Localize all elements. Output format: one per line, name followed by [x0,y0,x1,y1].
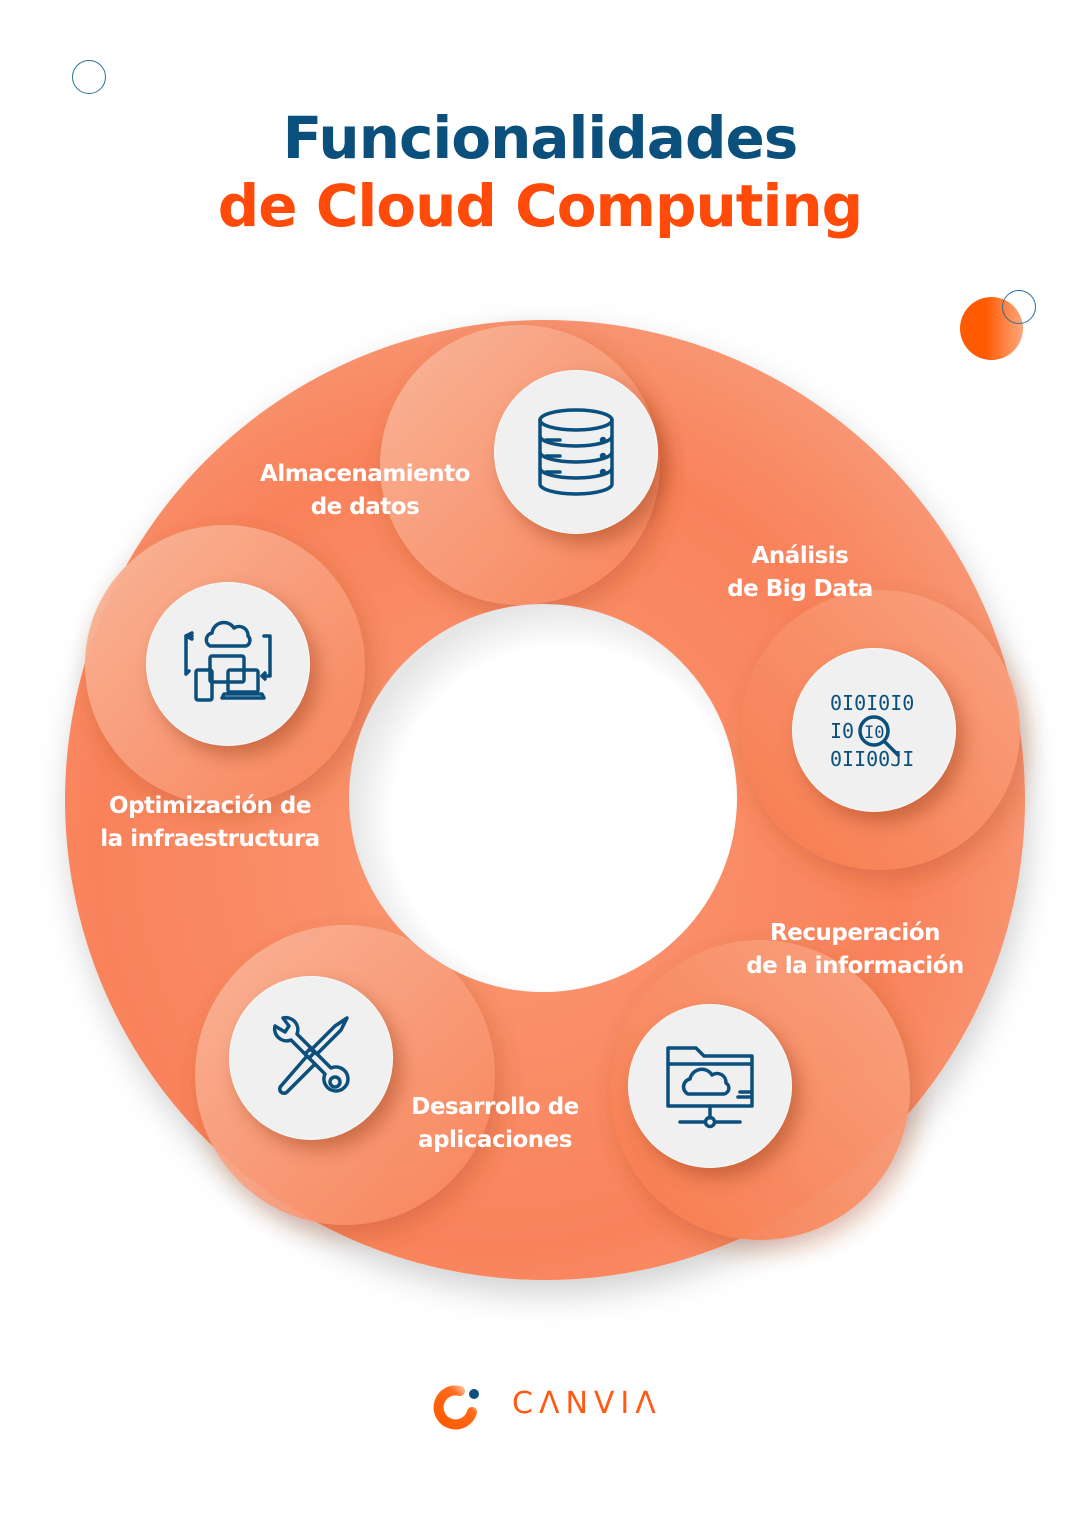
label-desarrollo: Desarrollo de aplicaciones [411,1094,579,1153]
label-almacenamiento: Almacenamiento de datos [260,461,470,520]
icon-circle-bigdata: 0I0I0I0 I0 0I 0II00JI I0 [792,648,956,812]
canvia-logo-mark-icon [433,1385,479,1430]
svg-text:0II00JI: 0II00JI [830,747,914,771]
svg-text:I0: I0 [864,723,884,743]
icon-circle-recuperacion [628,1004,792,1168]
page-title-line2: de Cloud Computing [217,172,863,240]
label-optimizacion: Optimización de la infraestructura [100,793,320,852]
icon-circle-almacenamiento [494,370,658,534]
cloud-devices-sync-icon [184,620,272,702]
page-title-line1: Funcionalidades [282,104,799,172]
icon-circle-optimizacion [146,582,310,746]
binary-search-icon: 0I0I0I0 I0 0I 0II00JI I0 [830,691,914,771]
label-bigdata: Análisis de Big Data [727,543,873,602]
decorative-ring-topleft [72,60,106,94]
wrench-screwdriver-icon [272,1015,350,1095]
cloud-folder-network-icon [666,1046,754,1129]
icon-circle-desarrollo [229,976,393,1140]
canvia-logo: CΛNVIΛ [428,1380,658,1430]
canvia-logo-text: CΛNVIΛ [512,1386,662,1421]
svg-text:0I0I0I0: 0I0I0I0 [830,691,914,715]
database-icon [538,408,614,496]
label-recuperacion: Recuperación de la información [746,920,964,979]
center-hole [349,604,737,992]
decorative-ring-topright [1002,290,1036,324]
